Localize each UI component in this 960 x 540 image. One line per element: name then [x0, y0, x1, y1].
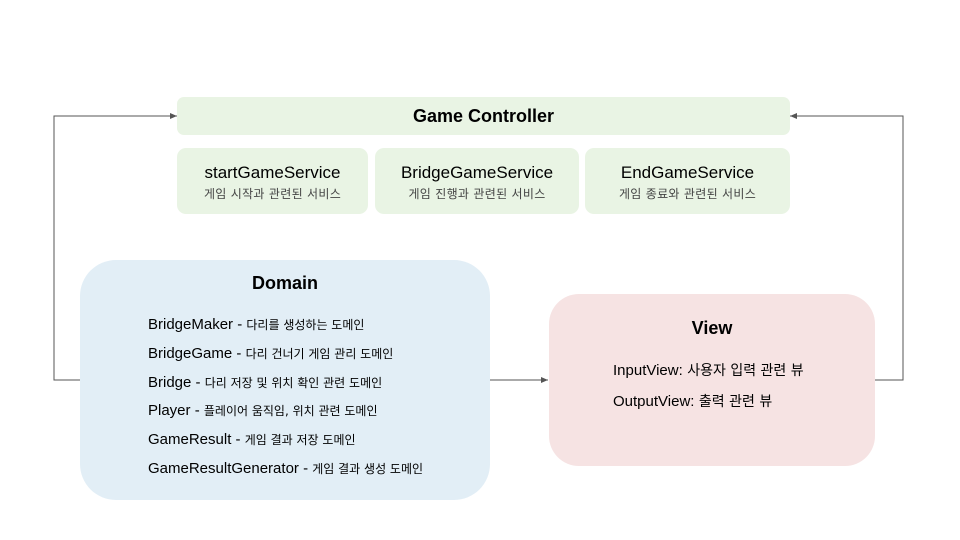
domain-item-description: 다리 저장 및 위치 확인 관련 도메인 [204, 375, 383, 390]
domain-item-description: 다리 건너기 게임 관리 도메인 [245, 346, 394, 361]
domain-item-description: 다리를 생성하는 도메인 [246, 318, 365, 332]
end-game-service-box: EndGameService 게임 종료와 관련된 서비스 [585, 148, 790, 214]
domain-item-separator: - [233, 316, 247, 333]
domain-item: BridgeMaker - 다리를 생성하는 도메인 [148, 315, 423, 344]
view-item: OutputView: 출력 관련 뷰 [613, 392, 804, 423]
domain-box: Domain BridgeMaker - 다리를 생성하는 도메인 Bridge… [80, 260, 490, 500]
domain-item-description: 게임 결과 생성 도메인 [312, 461, 424, 476]
view-box: View InputView: 사용자 입력 관련 뷰 OutputView: … [549, 294, 875, 466]
game-controller-box: Game Controller [177, 97, 790, 135]
start-game-service-box: startGameService 게임 시작과 관련된 서비스 [177, 148, 368, 214]
domain-item-separator: - [191, 373, 205, 391]
domain-item-name: Player [148, 402, 191, 420]
view-title: View [691, 318, 733, 338]
domain-item-name: BridgeMaker [148, 316, 234, 333]
bridge-game-service-box: BridgeGameService 게임 진행과 관련된 서비스 [375, 148, 579, 214]
view-to-controller-connector [790, 113, 904, 381]
domain-item: Bridge - 다리 저장 및 위치 확인 관련 도메인 [148, 373, 423, 402]
domain-item-separator: - [190, 402, 204, 420]
domain-item: Player - 플레이어 움직임, 위치 관련 도메인 [148, 401, 423, 430]
domain-item-separator: - [232, 344, 246, 362]
domain-title: Domain [251, 273, 318, 293]
domain-list: BridgeMaker - 다리를 생성하는 도메인 BridgeGame - … [148, 315, 423, 488]
domain-item-name: BridgeGame [148, 344, 233, 362]
domain-item-separator: - [298, 459, 313, 477]
view-item-description: 사용자 입력 관련 뷰 [682, 363, 804, 379]
domain-item-name: GameResultGenerator [148, 459, 299, 477]
service-description: 게임 시작과 관련된 서비스 [203, 187, 342, 201]
domain-item-separator: - [231, 431, 245, 449]
service-description: 게임 종료와 관련된 서비스 [618, 187, 757, 201]
domain-item: GameResult - 게임 결과 저장 도메인 [148, 430, 423, 459]
service-name: EndGameService [620, 163, 755, 182]
view-item: InputView: 사용자 입력 관련 뷰 [613, 361, 804, 392]
domain-to-controller-connector [53, 113, 177, 381]
domain-item: BridgeGame - 다리 건너기 게임 관리 도메인 [148, 344, 423, 373]
domain-item-name: GameResult [148, 431, 232, 449]
view-item-description: 출력 관련 뷰 [694, 394, 773, 410]
service-name: startGameService [204, 163, 341, 182]
domain-item-name: Bridge [148, 373, 192, 391]
service-description: 게임 진행과 관련된 서비스 [408, 187, 546, 201]
domain-item-description: 플레이어 움직임, 위치 관련 도메인 [203, 404, 378, 419]
game-controller-title: Game Controller [412, 105, 555, 126]
domain-item: GameResultGenerator - 게임 결과 생성 도메인 [148, 459, 423, 488]
domain-item-description: 게임 결과 저장 도메인 [244, 433, 356, 448]
view-list: InputView: 사용자 입력 관련 뷰 OutputView: 출력 관련… [613, 361, 804, 423]
view-item-name: InputView: [613, 362, 683, 379]
service-name: BridgeGameService [400, 163, 554, 182]
view-item-name: OutputView: [613, 393, 695, 410]
